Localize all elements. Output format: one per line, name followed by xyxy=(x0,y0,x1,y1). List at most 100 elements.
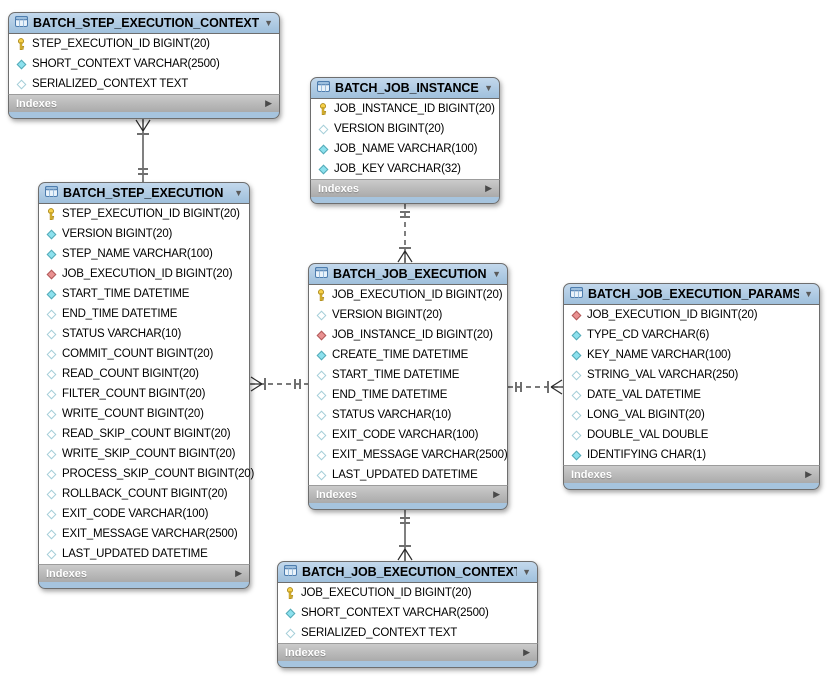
column-row[interactable]: ROLLBACK_COUNT BIGINT(20) xyxy=(39,484,249,504)
column-row[interactable]: KEY_NAME VARCHAR(100) xyxy=(564,345,819,365)
table-icon xyxy=(315,265,328,283)
column-row[interactable]: VERSION BIGINT(20) xyxy=(309,305,507,325)
column-row[interactable]: STRING_VAL VARCHAR(250) xyxy=(564,365,819,385)
indexes-row[interactable]: Indexes ▶ xyxy=(308,485,508,503)
table-title: BATCH_STEP_EXECUTION_CONTEXT xyxy=(33,16,260,30)
column-row[interactable]: EXIT_CODE VARCHAR(100) xyxy=(39,504,249,524)
column-row[interactable]: READ_SKIP_COUNT BIGINT(20) xyxy=(39,424,249,444)
indexes-row[interactable]: Indexes ▶ xyxy=(563,465,820,483)
table-header[interactable]: BATCH_JOB_EXECUTION ▼ xyxy=(308,263,508,285)
table-header[interactable]: BATCH_JOB_EXECUTION_CONTEXT ▼ xyxy=(277,561,538,583)
table-header[interactable]: BATCH_JOB_EXECUTION_PARAMS ▼ xyxy=(563,283,820,305)
column-label: VERSION BIGINT(20) xyxy=(334,123,445,135)
collapse-arrow-icon[interactable]: ▼ xyxy=(264,17,273,28)
notnull-column-icon xyxy=(15,58,27,71)
relationship-batch_step_execution_context-batch_step_execution[interactable] xyxy=(135,119,151,182)
column-row[interactable]: DATE_VAL DATETIME xyxy=(564,385,819,405)
column-row[interactable]: EXIT_MESSAGE VARCHAR(2500) xyxy=(309,445,508,465)
column-row[interactable]: LAST_UPDATED DATETIME xyxy=(309,465,507,485)
expand-arrow-icon[interactable]: ▶ xyxy=(485,183,492,193)
column-row[interactable]: STEP_NAME VARCHAR(100) xyxy=(39,244,249,264)
column-row[interactable]: JOB_NAME VARCHAR(100) xyxy=(311,139,499,159)
column-row[interactable]: JOB_EXECUTION_ID BIGINT(20) xyxy=(278,583,537,603)
column-row[interactable]: PROCESS_SKIP_COUNT BIGINT(20) xyxy=(39,464,254,484)
column-row[interactable]: STEP_EXECUTION_ID BIGINT(20) xyxy=(39,204,249,224)
column-row[interactable]: COMMIT_COUNT BIGINT(20) xyxy=(39,344,249,364)
column-row[interactable]: LONG_VAL BIGINT(20) xyxy=(564,405,819,425)
column-row[interactable]: CREATE_TIME DATETIME xyxy=(309,345,507,365)
column-row[interactable]: JOB_EXECUTION_ID BIGINT(20) xyxy=(309,285,507,305)
nullable-column-icon xyxy=(284,627,296,640)
nullable-column-icon xyxy=(15,78,27,91)
table-columns: JOB_EXECUTION_ID BIGINT(20) TYPE_CD VARC… xyxy=(563,305,820,465)
column-row[interactable]: DOUBLE_VAL DOUBLE xyxy=(564,425,819,445)
column-label: EXIT_CODE VARCHAR(100) xyxy=(332,429,479,441)
column-row[interactable]: JOB_EXECUTION_ID BIGINT(20) xyxy=(564,305,819,325)
column-row[interactable]: WRITE_COUNT BIGINT(20) xyxy=(39,404,249,424)
table-header[interactable]: BATCH_JOB_INSTANCE ▼ xyxy=(310,77,500,99)
table-batch-step-execution-context[interactable]: BATCH_STEP_EXECUTION_CONTEXT ▼ STEP_EXEC… xyxy=(8,12,280,119)
relationship-batch_step_execution-batch_job_execution[interactable] xyxy=(250,376,308,392)
column-row[interactable]: STATUS VARCHAR(10) xyxy=(39,324,249,344)
collapse-arrow-icon[interactable]: ▼ xyxy=(804,288,813,299)
table-header[interactable]: BATCH_STEP_EXECUTION ▼ xyxy=(38,182,250,204)
column-row[interactable]: STEP_EXECUTION_ID BIGINT(20) xyxy=(9,34,279,54)
column-row[interactable]: JOB_INSTANCE_ID BIGINT(20) xyxy=(309,325,507,345)
expand-arrow-icon[interactable]: ▶ xyxy=(523,647,530,657)
table-title: BATCH_JOB_EXECUTION_PARAMS xyxy=(588,287,800,301)
column-row[interactable]: JOB_KEY VARCHAR(32) xyxy=(311,159,499,179)
column-row[interactable]: SHORT_CONTEXT VARCHAR(2500) xyxy=(9,54,279,74)
expand-arrow-icon[interactable]: ▶ xyxy=(805,469,812,479)
column-row[interactable]: END_TIME DATETIME xyxy=(309,385,507,405)
indexes-row[interactable]: Indexes ▶ xyxy=(277,643,538,661)
column-row[interactable]: START_TIME DATETIME xyxy=(309,365,507,385)
column-row[interactable]: EXIT_CODE VARCHAR(100) xyxy=(309,425,507,445)
column-row[interactable]: SERIALIZED_CONTEXT TEXT xyxy=(9,74,279,94)
indexes-row[interactable]: Indexes ▶ xyxy=(310,179,500,197)
table-batch-job-execution-context[interactable]: BATCH_JOB_EXECUTION_CONTEXT ▼ JOB_EXECUT… xyxy=(277,561,538,668)
column-row[interactable]: SERIALIZED_CONTEXT TEXT xyxy=(278,623,537,643)
primary-key-icon xyxy=(15,37,27,51)
column-row[interactable]: VERSION BIGINT(20) xyxy=(39,224,249,244)
notnull-column-icon xyxy=(570,329,582,342)
indexes-label: Indexes xyxy=(46,567,87,580)
relationship-batch_job_execution-batch_job_execution_context[interactable] xyxy=(397,510,413,561)
column-row[interactable]: JOB_INSTANCE_ID BIGINT(20) xyxy=(311,99,499,119)
indexes-row[interactable]: Indexes ▶ xyxy=(8,94,280,112)
table-batch-job-instance[interactable]: BATCH_JOB_INSTANCE ▼ JOB_INSTANCE_ID BIG… xyxy=(310,77,500,204)
column-label: JOB_KEY VARCHAR(32) xyxy=(334,163,461,175)
collapse-arrow-icon[interactable]: ▼ xyxy=(522,566,531,577)
nullable-column-icon xyxy=(317,123,329,136)
collapse-arrow-icon[interactable]: ▼ xyxy=(492,268,501,279)
collapse-arrow-icon[interactable]: ▼ xyxy=(484,82,493,93)
column-row[interactable]: SHORT_CONTEXT VARCHAR(2500) xyxy=(278,603,537,623)
expand-arrow-icon[interactable]: ▶ xyxy=(265,98,272,108)
column-row[interactable]: FILTER_COUNT BIGINT(20) xyxy=(39,384,249,404)
column-row[interactable]: EXIT_MESSAGE VARCHAR(2500) xyxy=(39,524,249,544)
table-batch-job-execution-params[interactable]: BATCH_JOB_EXECUTION_PARAMS ▼ JOB_EXECUTI… xyxy=(563,283,820,490)
column-row[interactable]: TYPE_CD VARCHAR(6) xyxy=(564,325,819,345)
column-row[interactable]: END_TIME DATETIME xyxy=(39,304,249,324)
expand-arrow-icon[interactable]: ▶ xyxy=(235,568,242,578)
column-row[interactable]: READ_COUNT BIGINT(20) xyxy=(39,364,249,384)
relationship-batch_job_execution-batch_job_execution_params[interactable] xyxy=(508,379,563,395)
foreign-key-icon xyxy=(315,329,327,342)
column-row[interactable]: IDENTIFYING CHAR(1) xyxy=(564,445,819,465)
column-label: LONG_VAL BIGINT(20) xyxy=(587,409,705,421)
collapse-arrow-icon[interactable]: ▼ xyxy=(234,187,243,198)
column-row[interactable]: WRITE_SKIP_COUNT BIGINT(20) xyxy=(39,444,249,464)
table-batch-job-execution[interactable]: BATCH_JOB_EXECUTION ▼ JOB_EXECUTION_ID B… xyxy=(308,263,508,510)
column-row[interactable]: START_TIME DATETIME xyxy=(39,284,249,304)
column-row[interactable]: STATUS VARCHAR(10) xyxy=(309,405,507,425)
column-row[interactable]: JOB_EXECUTION_ID BIGINT(20) xyxy=(39,264,249,284)
indexes-row[interactable]: Indexes ▶ xyxy=(38,564,250,582)
column-row[interactable]: VERSION BIGINT(20) xyxy=(311,119,499,139)
relationship-batch_job_instance-batch_job_execution[interactable] xyxy=(397,204,413,263)
column-label: LAST_UPDATED DATETIME xyxy=(62,548,208,560)
nullable-column-icon xyxy=(315,369,327,382)
nullable-column-icon xyxy=(45,428,57,441)
column-row[interactable]: LAST_UPDATED DATETIME xyxy=(39,544,249,564)
expand-arrow-icon[interactable]: ▶ xyxy=(493,489,500,499)
table-header[interactable]: BATCH_STEP_EXECUTION_CONTEXT ▼ xyxy=(8,12,280,34)
table-batch-step-execution[interactable]: BATCH_STEP_EXECUTION ▼ STEP_EXECUTION_ID… xyxy=(38,182,254,589)
